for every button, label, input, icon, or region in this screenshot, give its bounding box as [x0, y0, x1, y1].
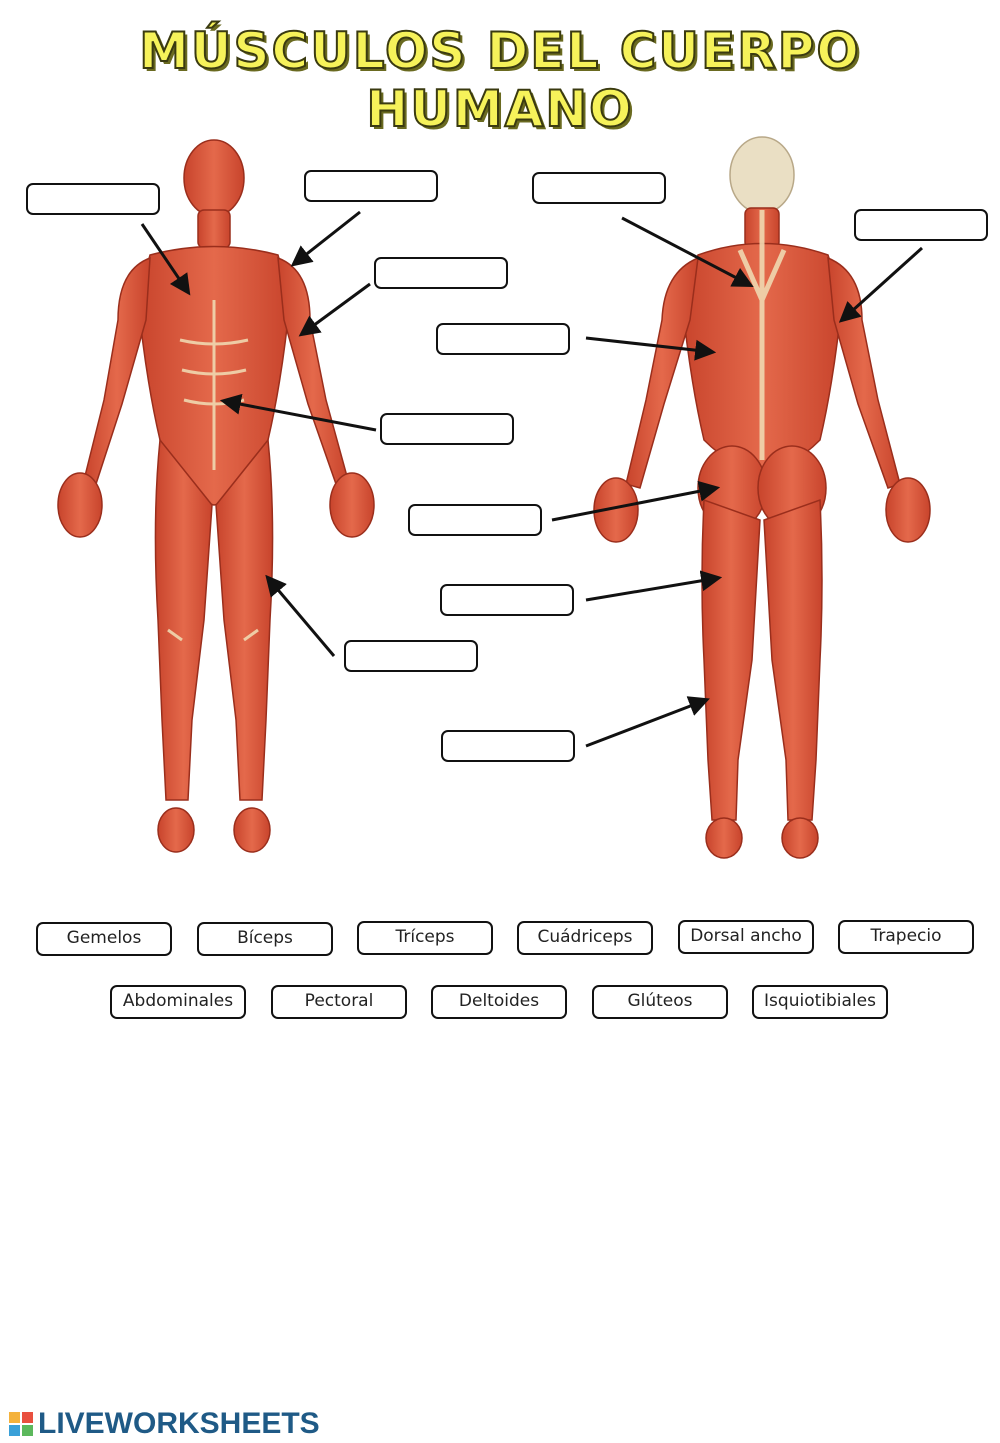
- answer-box-front-5[interactable]: [344, 640, 478, 672]
- word-chip-abdominales[interactable]: Abdominales: [110, 985, 246, 1019]
- answer-box-back-4[interactable]: [408, 504, 542, 536]
- word-chip-dorsal-ancho[interactable]: Dorsal ancho: [678, 920, 814, 954]
- answer-box-back-3[interactable]: [436, 323, 570, 355]
- word-chip-isquiotibiales[interactable]: Isquiotibiales: [752, 985, 888, 1019]
- word-chip-triceps[interactable]: Tríceps: [357, 921, 493, 955]
- word-chip-gluteos[interactable]: Glúteos: [592, 985, 728, 1019]
- liveworksheets-logo: LIVEWORKSHEETS: [8, 1406, 320, 1442]
- answer-box-front-3[interactable]: [374, 257, 508, 289]
- anatomy-diagram: [57, 136, 931, 859]
- word-chip-deltoides[interactable]: Deltoides: [431, 985, 567, 1019]
- word-chip-cuadriceps[interactable]: Cuádriceps: [517, 921, 653, 955]
- word-chip-biceps[interactable]: Bíceps: [197, 922, 333, 956]
- answer-box-front-1[interactable]: [26, 183, 160, 215]
- answer-box-back-1[interactable]: [532, 172, 666, 204]
- label-arrows: [140, 210, 924, 748]
- logo-grid-icon: [9, 1412, 33, 1436]
- front-body-figure: [57, 139, 375, 853]
- answer-box-back-6[interactable]: [441, 730, 575, 762]
- word-chip-trapecio[interactable]: Trapecio: [838, 920, 974, 954]
- page-title: MÚSCULOS DEL CUERPO HUMANO: [138, 21, 861, 139]
- word-chip-gemelos[interactable]: Gemelos: [36, 922, 172, 956]
- word-chip-pectoral[interactable]: Pectoral: [271, 985, 407, 1019]
- brand-name: LIVEWORKSHEETS: [38, 1407, 320, 1440]
- answer-box-front-4[interactable]: [380, 413, 514, 445]
- answer-box-back-2[interactable]: [854, 209, 988, 241]
- answer-box-front-2[interactable]: [304, 170, 438, 202]
- answer-box-back-5[interactable]: [440, 584, 574, 616]
